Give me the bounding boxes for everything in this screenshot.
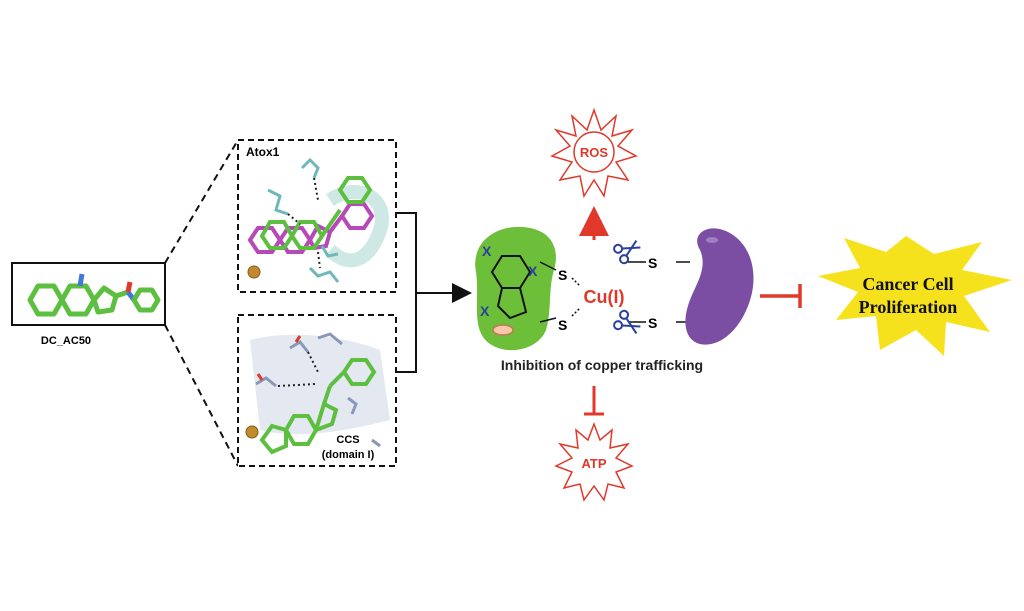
proliferation-label-line2: Proliferation: [859, 297, 958, 317]
zoom-line-bottom: [164, 324, 239, 467]
panel-atox1: [237, 139, 397, 293]
ros-burst: [550, 107, 638, 198]
panel-ccs-label-line1: CCS: [336, 434, 359, 446]
panel-atox1-label: Atox1: [246, 145, 280, 159]
substituent-x-2: X: [528, 263, 538, 279]
sulfur-left-bottom: S: [558, 317, 567, 333]
scissors-icon-top: [613, 239, 641, 265]
panel-ccs-label-line2: (domain I): [322, 449, 375, 461]
copper-label: Cu(I): [584, 287, 625, 307]
substituent-x-1: X: [482, 243, 492, 259]
molecule-structure: [27, 273, 161, 317]
molecule-name: DC_AC50: [41, 335, 91, 347]
merge-bracket: [396, 212, 472, 373]
purple-protein: [685, 228, 754, 345]
substituent-x-3: X: [480, 303, 490, 319]
proliferation-burst: [818, 236, 1012, 356]
inhibitor-tag: [492, 324, 514, 336]
scissors-icon-bottom: [613, 309, 641, 335]
atp-label: ATP: [581, 456, 606, 471]
proliferation-inhibition-line: [760, 284, 802, 308]
panel-ccs: [237, 314, 397, 467]
molecule-box: [11, 262, 166, 326]
sulfur-left-top: S: [558, 267, 567, 283]
sulfur-right-bottom: S: [648, 315, 657, 331]
sulfur-right-top: S: [648, 255, 657, 271]
zoom-line-top: [164, 139, 239, 264]
mechanism-caption: Inhibition of copper trafficking: [501, 357, 703, 373]
atp-inhibition-line: [584, 386, 604, 416]
atp-burst: [554, 421, 634, 502]
inhibitor-structure: [490, 255, 532, 320]
ros-label: ROS: [580, 145, 609, 160]
proliferation-label-line1: Cancer Cell: [862, 274, 953, 294]
